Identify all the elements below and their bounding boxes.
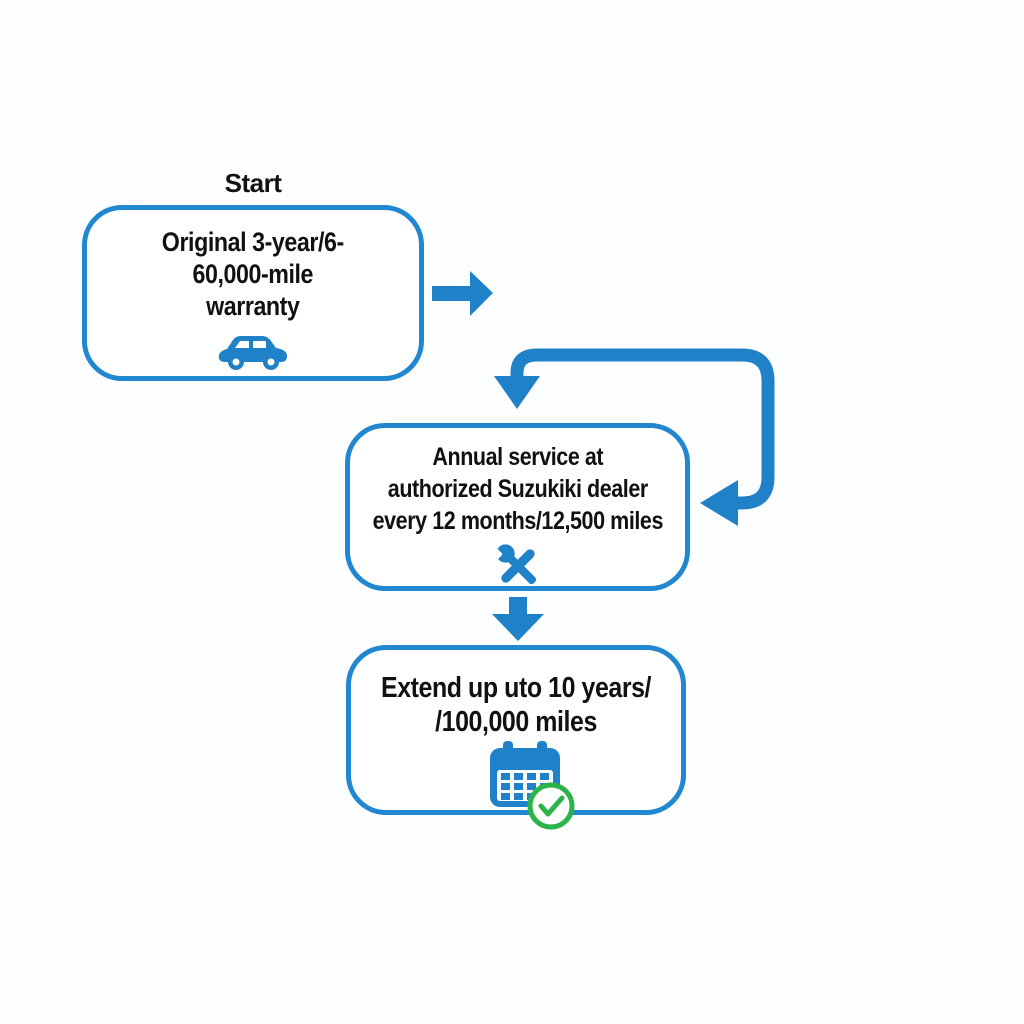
text-line: Extend up uto 10 years/: [380, 672, 652, 704]
text-line: 60,000-mile: [192, 259, 314, 289]
arrow-right-icon: [432, 271, 493, 316]
text-line: warranty: [206, 291, 300, 321]
text-line: Annual service at: [432, 443, 603, 471]
node-original-warranty-text: Original 3-year/6- 60,000-mile warranty: [162, 226, 344, 322]
node-annual-service-text: Annual service at authorized Suzukiki de…: [372, 441, 663, 537]
text-line: Original 3-year/6-: [162, 227, 344, 257]
node-extend-warranty: Extend up uto 10 years/ /100,000 miles: [346, 645, 686, 830]
node-annual-service: Annual service at authorized Suzukiki de…: [345, 423, 690, 591]
tools-icon: [491, 544, 536, 585]
arrow-down-icon: [492, 597, 544, 641]
text-line: /100,000 miles: [435, 706, 597, 738]
node-extend-warranty-text: Extend up uto 10 years/ /100,000 miles: [380, 671, 652, 739]
text-line: authorized Suzukiki dealer: [387, 475, 648, 503]
calendar-check-icon: [487, 741, 593, 839]
start-label: Start: [224, 168, 282, 198]
node-original-warranty: Original 3-year/6- 60,000-mile warranty: [82, 205, 424, 381]
check-circle-icon: [527, 782, 575, 830]
text-line: every 12 months/12,500 miles: [372, 507, 663, 535]
car-icon: [218, 336, 287, 370]
